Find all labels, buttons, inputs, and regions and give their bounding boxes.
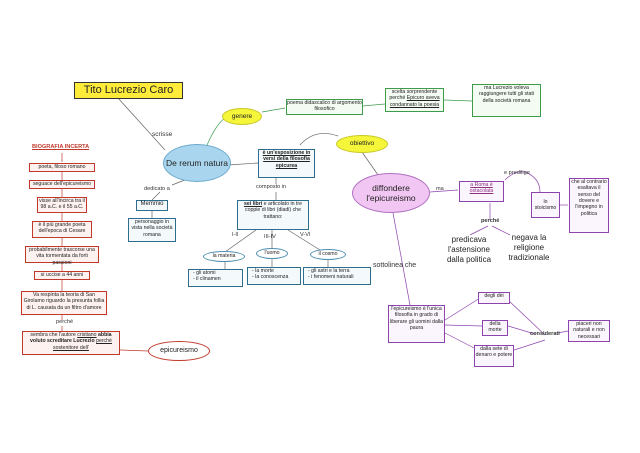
obiettivo-oval: obiettivo [336,135,388,153]
grande-poeta-box: è il più grande poeta dell'epoca di Cesa… [32,221,92,238]
cosmo-item-1: - gli astri e la terra [308,268,350,274]
sei-libri-box: sei libri e articolato in tre coppie di … [237,200,309,230]
cosmo-text: il cosmo [318,251,338,258]
cosmo-list: - gli astri e la terra - i fenomeni natu… [303,267,371,285]
scelta-box: scelta sorprendente perché Epicuro aveva… [385,88,444,112]
uomo-item-2: - la conoscenza [252,274,289,281]
poeta-box: poeta, filoso romano [29,163,95,172]
scrisse-label: scrisse [152,131,173,138]
sembra-text-2: abbia voluto screditare Lucrezio [30,332,112,345]
title-box: Tito Lucrezio Caro [74,82,183,99]
diffondere-text: diffondere l'epicureismo [366,182,416,203]
negava-text: negava la religione tradizionale [508,233,550,262]
piaceri-box: piaceri non naturali e non necessari [568,320,610,342]
uomo-list: - la morte - la conoscenza [247,267,301,285]
epicureismo-oval: epicureismo [148,341,210,361]
title-text: Tito Lucrezio Caro [83,83,174,96]
sembra-text-3: sostenitore dell' [53,344,89,351]
composto-label: composto in [256,184,287,190]
morte-box: della morte [482,320,508,336]
uccise-box: si uccise a 44 anni [34,271,90,280]
sembra-cristiano: cristiano [77,332,97,338]
uomo-oval: l'uomo [256,248,288,259]
genere-text: genere [231,112,253,120]
probabilmente-box: probabilmente trascorse una vita torment… [25,246,99,266]
epicureismo-oval-text: epicureismo [160,346,198,354]
memmio-box: Memmio [136,200,168,211]
cosmo-oval: il cosmo [310,249,346,260]
materia-list: - gli atomi - il clinamen [188,269,243,287]
diade-V-VI-label: V-VI [300,232,311,238]
sottolinea-label: sottolinea che [373,262,417,269]
genere-oval: genere [222,108,262,125]
epicureismo-box: l'epicureismo è l'unica filosofia in gra… [388,305,445,343]
poema-box: poema didascalico di argomento filosofic… [286,99,363,115]
materia-oval: la materia [203,251,245,262]
predicava-text: predicava l'astensione dalla politica [446,235,492,264]
uomo-item-1: - la morte [252,268,274,274]
biografia-header: BIOGRAFIA INCERTA [32,144,90,150]
personaggio-box: personaggio in vista nella società roman… [128,218,176,242]
materia-text: la materia [212,253,236,260]
considerati-label: considerati [530,331,560,337]
respinta-box: Va respinta la teoria di San Girolamo ri… [21,291,107,315]
seguace-box: seguace dell'epicureismo [29,180,95,189]
e-predilige-label: e predilige [504,170,530,176]
materia-item-2: - il clinamen [193,276,221,283]
stoicismo-box: lo stoicismo [531,192,560,218]
perche2-label: perché [481,218,500,224]
sei-libri-underlined: sei libri [244,201,263,207]
diade-I-II-label: I-II [232,232,239,238]
de-rerum-natura-oval: De rerum natura [163,144,231,182]
de-rerum-natura-text: De rerum natura [166,157,228,168]
diffondere-oval: diffondere l'epicureismo [352,173,430,213]
perche-label: perché [56,319,74,325]
sembra-text-1: sembra che l'autore [30,332,78,338]
dei-box: degli dèi [478,292,510,304]
obiettivo-text: obiettivo [349,140,375,148]
esposizione-box: è un'esposizione in versi della filosofi… [258,149,315,178]
ma-label: ma [436,186,444,192]
cosmo-item-2: - i fenomeni naturali [308,274,354,281]
sete-box: dalla sete di denaro e potere [474,345,514,367]
visse-box: visse all'incirca tra il 98 a.C. e il 55… [37,197,87,213]
sei-libri-text: e articolato in tre coppie di libri (dia… [245,201,302,220]
roma-box: a Roma è ostacolata [459,181,504,202]
sembra-perche: perché [96,338,112,345]
ma-lucrezio-box: ma Lucrezio voleva raggiungere tutti gli… [472,84,541,117]
scelta-underlined: Epicuro aveva condannato la poesia [389,95,440,108]
diade-III-IV-label: III-IV [264,234,276,240]
scelta-text: scelta sorprendente perché [389,89,438,102]
materia-item-1: - gli atomi [193,270,216,276]
sembra-box: sembra che l'autore cristiano abbia volu… [22,331,120,355]
dedicato-label: dedicato a [144,186,170,192]
uomo-text: l'uomo [264,250,280,257]
contrario-box: che al contrario esaltava il senso del d… [569,178,609,233]
